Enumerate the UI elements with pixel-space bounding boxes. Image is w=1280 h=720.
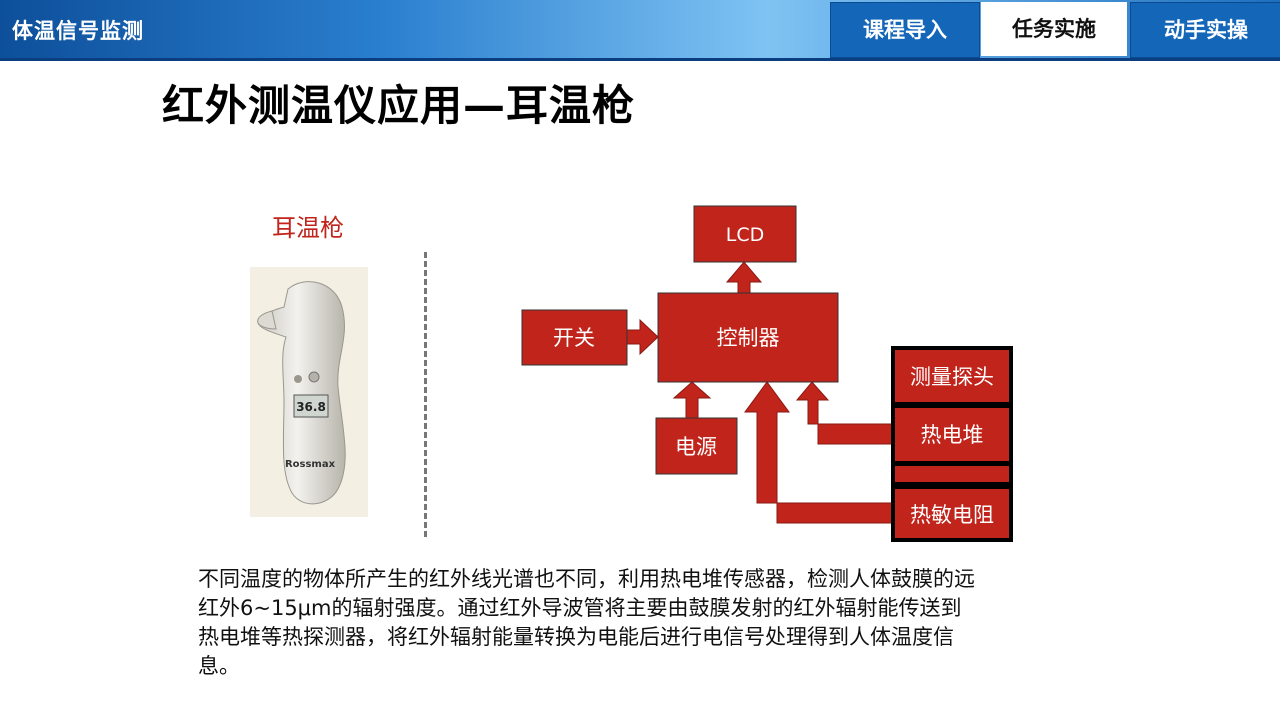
thermistor-label: 热敏电阻 [910, 503, 994, 527]
switch-label: 开关 [553, 326, 595, 350]
thermopile-label: 热电堆 [921, 423, 984, 447]
probe-group: 测量探头 热电堆 热敏电阻 [891, 346, 1013, 542]
controller-label: 控制器 [717, 326, 780, 350]
arrow-power-to-controller [674, 382, 710, 418]
controller-block: 控制器 [658, 293, 838, 382]
power-block: 电源 [656, 418, 737, 474]
description-paragraph: 不同温度的物体所产生的红外线光谱也不同，利用热电堆传感器，检测人体鼓膜的远红外6… [198, 565, 978, 681]
arrow-thermopile-to-controller [797, 382, 893, 444]
arrow-thermistor-to-controller [745, 382, 893, 523]
probe-label: 测量探头 [910, 365, 994, 389]
lcd-label: LCD [726, 224, 764, 246]
switch-block: 开关 [522, 310, 627, 365]
lcd-block: LCD [694, 206, 796, 262]
power-label: 电源 [675, 435, 717, 459]
arrow-switch-to-controller [627, 320, 658, 354]
arrow-controller-to-lcd [727, 262, 761, 293]
